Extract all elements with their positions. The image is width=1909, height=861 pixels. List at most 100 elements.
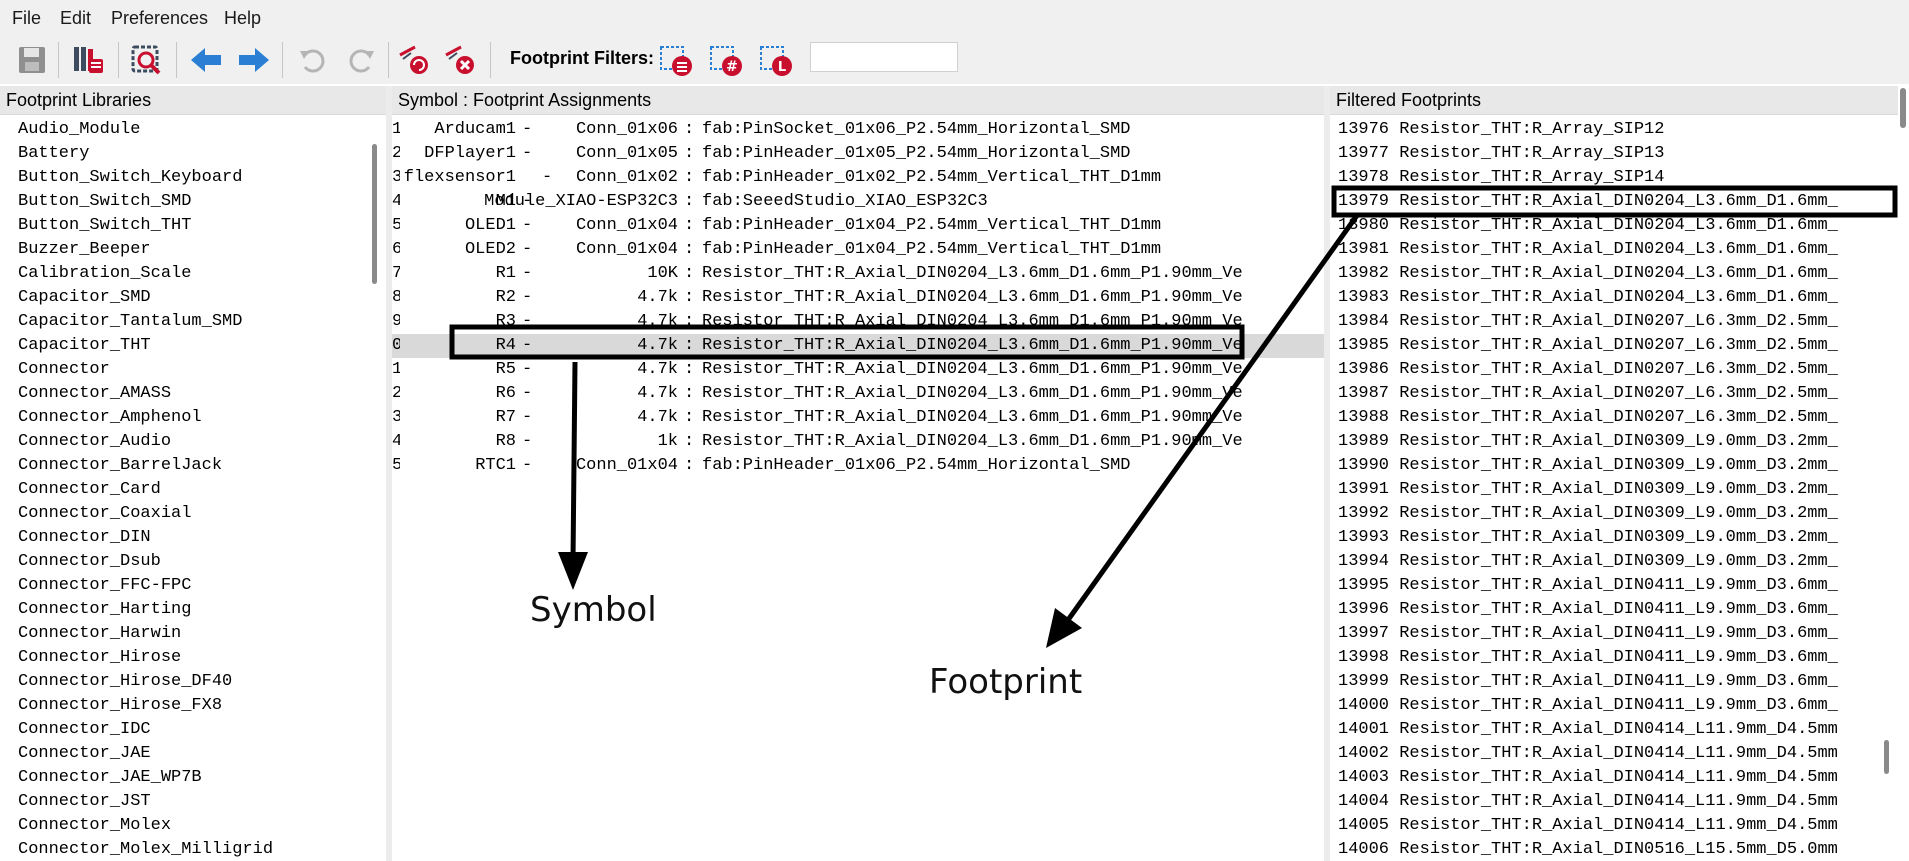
library-item[interactable]: Battery	[18, 144, 90, 163]
library-item[interactable]: Connector_Harting	[18, 600, 192, 619]
panel-splitter-left[interactable]	[386, 86, 392, 861]
delete-associations-icon[interactable]	[440, 40, 480, 80]
footprint-item[interactable]: 13995 Resistor_THT:R_Axial_DIN0411_L9.9m…	[1338, 576, 1838, 595]
footprint-item[interactable]: 13978 Resistor_THT:R_Array_SIP14	[1338, 168, 1665, 187]
footprint-item[interactable]: 13999 Resistor_THT:R_Axial_DIN0411_L9.9m…	[1338, 672, 1838, 691]
footprint-item[interactable]: 13979 Resistor_THT:R_Axial_DIN0204_L3.6m…	[1338, 192, 1838, 211]
footprint-item[interactable]: 14002 Resistor_THT:R_Axial_DIN0414_L11.9…	[1338, 744, 1838, 763]
arrow-right-icon[interactable]	[234, 40, 274, 80]
filter-by-keywords-icon[interactable]	[656, 40, 696, 80]
library-item[interactable]: Connector_Molex	[18, 816, 172, 835]
save-icon[interactable]	[12, 40, 52, 80]
filter-search-input[interactable]	[810, 42, 958, 72]
view-footprint-icon[interactable]	[126, 40, 166, 80]
footprint-item[interactable]: 13987 Resistor_THT:R_Axial_DIN0207_L6.3m…	[1338, 384, 1838, 403]
footprint-item[interactable]: 13976 Resistor_THT:R_Array_SIP12	[1338, 120, 1665, 139]
library-item[interactable]: Connector_Molex_Milligrid	[18, 840, 274, 859]
footprint-item[interactable]: 13990 Resistor_THT:R_Axial_DIN0309_L9.0m…	[1338, 456, 1838, 475]
footprint-item[interactable]: 13998 Resistor_THT:R_Axial_DIN0411_L9.9m…	[1338, 648, 1838, 667]
library-item[interactable]: Connector_Amphenol	[18, 408, 202, 427]
footprint-item[interactable]: 13993 Resistor_THT:R_Axial_DIN0309_L9.0m…	[1338, 528, 1838, 547]
library-item[interactable]: Connector_Audio	[18, 432, 172, 451]
assignment-index: 1	[392, 360, 400, 379]
footprint-item[interactable]: 13996 Resistor_THT:R_Axial_DIN0411_L9.9m…	[1338, 600, 1838, 619]
library-item[interactable]: Connector_Hirose	[18, 648, 182, 667]
undo-icon[interactable]	[292, 40, 332, 80]
library-item[interactable]: Connector_Harwin	[18, 624, 182, 643]
library-item[interactable]: Capacitor_SMD	[18, 288, 151, 307]
footprint-item[interactable]: 13981 Resistor_THT:R_Axial_DIN0204_L3.6m…	[1338, 240, 1838, 259]
library-item[interactable]: Connector_Coaxial	[18, 504, 192, 523]
redo-icon[interactable]	[342, 40, 382, 80]
footprint-item[interactable]: 13977 Resistor_THT:R_Array_SIP13	[1338, 144, 1665, 163]
library-item[interactable]: Calibration_Scale	[18, 264, 192, 283]
footprint-item[interactable]: 14006 Resistor_THT:R_Axial_DIN0516_L15.5…	[1338, 840, 1838, 859]
library-item[interactable]: Connector_Hirose_DF40	[18, 672, 233, 691]
assignment-row[interactable]: 2 DFPlayer1-Conn_01x05:fab:PinHeader_01x…	[392, 142, 1324, 166]
footprint-item[interactable]: 14004 Resistor_THT:R_Axial_DIN0414_L11.9…	[1338, 792, 1838, 811]
footprint-item[interactable]: 13984 Resistor_THT:R_Axial_DIN0207_L6.3m…	[1338, 312, 1838, 331]
auto-associate-icon[interactable]	[394, 40, 434, 80]
footprints-scrollbar[interactable]	[1884, 740, 1889, 774]
footprints-scrollbar-top[interactable]	[1900, 88, 1906, 128]
library-item[interactable]: Connector_IDC	[18, 720, 151, 739]
library-item[interactable]: Button_Switch_Keyboard	[18, 168, 243, 187]
library-item[interactable]: Connector_BarrelJack	[18, 456, 223, 475]
library-table-icon[interactable]	[68, 40, 108, 80]
footprint-item[interactable]: 14003 Resistor_THT:R_Axial_DIN0414_L11.9…	[1338, 768, 1838, 787]
footprint-item[interactable]: 13986 Resistor_THT:R_Axial_DIN0207_L6.3m…	[1338, 360, 1838, 379]
footprint-item[interactable]: 13985 Resistor_THT:R_Axial_DIN0207_L6.3m…	[1338, 336, 1838, 355]
assignment-row[interactable]: 3 flexsensor1-Conn_01x02:fab:PinHeader_0…	[392, 166, 1324, 190]
library-item[interactable]: Connector_DIN	[18, 528, 151, 547]
libraries-scrollbar[interactable]	[372, 144, 377, 284]
library-item[interactable]: Connector_Dsub	[18, 552, 161, 571]
footprint-item[interactable]: 14000 Resistor_THT:R_Axial_DIN0411_L9.9m…	[1338, 696, 1838, 715]
footprint-item[interactable]: 13980 Resistor_THT:R_Axial_DIN0204_L3.6m…	[1338, 216, 1838, 235]
menu-preferences[interactable]: Preferences	[111, 8, 209, 28]
library-item[interactable]: Connector_JAE	[18, 744, 151, 763]
menu-file[interactable]: File	[12, 8, 42, 28]
library-item[interactable]: Connector	[18, 360, 110, 379]
footprint-item[interactable]: 14001 Resistor_THT:R_Axial_DIN0414_L11.9…	[1338, 720, 1838, 739]
footprint-item[interactable]: 13992 Resistor_THT:R_Axial_DIN0309_L9.0m…	[1338, 504, 1838, 523]
library-item[interactable]: Connector_JAE_WP7B	[18, 768, 202, 787]
filter-by-library-icon[interactable]: L	[756, 40, 796, 80]
library-item[interactable]: Button_Switch_THT	[18, 216, 192, 235]
footprint-item[interactable]: 13982 Resistor_THT:R_Axial_DIN0204_L3.6m…	[1338, 264, 1838, 283]
footprint-item[interactable]: 13983 Resistor_THT:R_Axial_DIN0204_L3.6m…	[1338, 288, 1838, 307]
library-item[interactable]: Connector_AMASS	[18, 384, 172, 403]
library-item[interactable]: Capacitor_THT	[18, 336, 151, 355]
library-item[interactable]: Capacitor_Tantalum_SMD	[18, 312, 243, 331]
library-item[interactable]: Audio_Module	[18, 120, 141, 139]
menu-help[interactable]: Help	[224, 8, 262, 28]
footprint-item[interactable]: 13988 Resistor_THT:R_Axial_DIN0207_L6.3m…	[1338, 408, 1838, 427]
footprint-item[interactable]: 13989 Resistor_THT:R_Axial_DIN0309_L9.0m…	[1338, 432, 1838, 451]
footprint-item[interactable]: 13997 Resistor_THT:R_Axial_DIN0411_L9.9m…	[1338, 624, 1838, 643]
assignment-reference: M1	[495, 192, 516, 211]
library-item[interactable]: Connector_Hirose_FX8	[18, 696, 223, 715]
footprint-item[interactable]: 13991 Resistor_THT:R_Axial_DIN0309_L9.0m…	[1338, 480, 1838, 499]
assignment-row[interactable]: 1 Arducam1-Conn_01x06:fab:PinSocket_01x0…	[392, 118, 1324, 142]
library-item[interactable]: Buzzer_Beeper	[18, 240, 151, 259]
footprint-item[interactable]: 13994 Resistor_THT:R_Axial_DIN0309_L9.0m…	[1338, 552, 1838, 571]
library-item[interactable]: Connector_JST	[18, 792, 151, 811]
library-item[interactable]: Connector_FFC-FPC	[18, 576, 192, 595]
menu-edit[interactable]: Edit	[60, 8, 92, 28]
arrow-left-icon[interactable]	[186, 40, 226, 80]
footprint-item[interactable]: 14005 Resistor_THT:R_Axial_DIN0414_L11.9…	[1338, 816, 1838, 835]
filter-by-pin-count-icon[interactable]: #	[706, 40, 746, 80]
library-item[interactable]: Connector_Card	[18, 480, 161, 499]
library-item[interactable]: Button_Switch_SMD	[18, 192, 192, 211]
